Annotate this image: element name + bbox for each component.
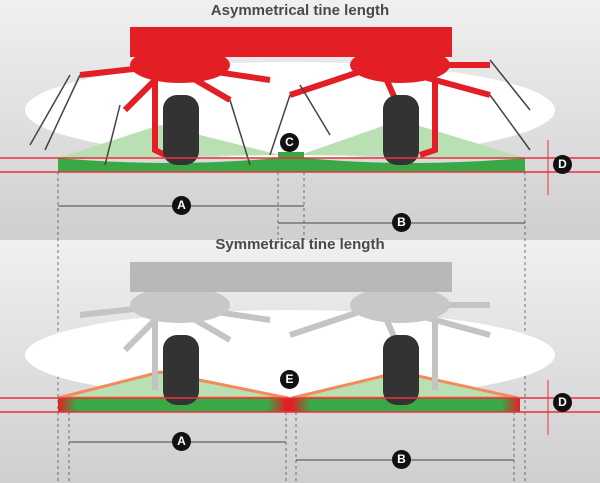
- label-a-bottom: A: [172, 432, 191, 451]
- bottom-rake: [0, 262, 600, 483]
- label-c: C: [280, 133, 299, 152]
- bottom-title: Symmetrical tine length: [215, 236, 385, 253]
- label-b-top: B: [392, 213, 411, 232]
- top-rake: [0, 27, 600, 483]
- label-d-bottom: D: [553, 393, 572, 412]
- label-d-top: D: [553, 155, 572, 174]
- top-title: Asymmetrical tine length: [210, 2, 390, 19]
- label-b-bottom: B: [392, 450, 411, 469]
- label-e: E: [280, 370, 299, 389]
- label-a-top: A: [172, 196, 191, 215]
